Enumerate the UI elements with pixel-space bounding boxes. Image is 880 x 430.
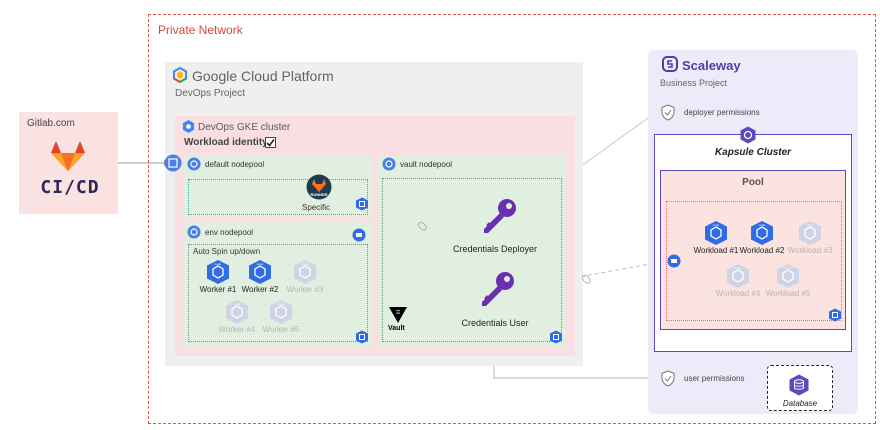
scaleway-project-name: Business Project bbox=[660, 78, 728, 88]
deployer-permissions-label: deployer permissions bbox=[684, 108, 760, 117]
cicd-logo: CI/CD bbox=[40, 177, 100, 198]
node-icon-badge: node bbox=[302, 262, 309, 266]
node-icon-badge: node bbox=[759, 223, 766, 227]
workload-label: Workload #4 bbox=[715, 289, 761, 298]
gcp-project-name: DevOps Project bbox=[175, 88, 246, 99]
env-nodepool-k8s-icon bbox=[356, 330, 368, 344]
database-label: Database bbox=[782, 399, 818, 408]
kubernetes-node-icon: node bbox=[226, 300, 248, 324]
kubernetes-node-icon: node bbox=[207, 260, 229, 284]
worker-label: Worker #3 bbox=[286, 285, 324, 294]
node-icon-badge: node bbox=[215, 262, 222, 266]
gitlab-runner-icon bbox=[306, 174, 332, 200]
scaleway-endpoint-icon bbox=[667, 254, 681, 268]
node-icon-badge: node bbox=[234, 302, 241, 306]
node-icon-badge: node bbox=[278, 302, 285, 306]
kubernetes-node-icon: node bbox=[751, 221, 773, 245]
kubernetes-node-icon: node bbox=[270, 300, 292, 324]
default-nodepool-dotted-area bbox=[188, 179, 368, 215]
gcp-brand-rest: Cloud Platform bbox=[237, 68, 334, 84]
node-icon-badge: node bbox=[735, 266, 742, 270]
kubernetes-node-icon: node bbox=[705, 221, 727, 245]
node-icon-badge: node bbox=[785, 266, 792, 270]
user-permissions-shield-icon bbox=[661, 370, 675, 387]
gke-cluster-title: DevOps GKE cluster bbox=[198, 122, 291, 133]
worker-label: Worker #2 bbox=[241, 285, 279, 294]
scaleway-pool-k8s-icon bbox=[829, 308, 841, 322]
private-network-label: Private Network bbox=[158, 23, 243, 37]
vault-logo-text: Vault bbox=[388, 325, 405, 332]
default-nodepool-label: default nodepool bbox=[205, 160, 265, 169]
kapsule-cluster-icon bbox=[740, 126, 756, 144]
private-network-boundary bbox=[148, 14, 876, 424]
kubernetes-node-icon: node bbox=[294, 260, 316, 284]
credentials-user-key-icon bbox=[482, 272, 514, 306]
kubernetes-node-icon: node bbox=[249, 260, 271, 284]
gcp-brand-google: Google bbox=[192, 68, 238, 84]
credentials-deployer-key-icon bbox=[484, 199, 516, 233]
scaleway-pool-box bbox=[660, 170, 846, 330]
worker-label: Worker #4 bbox=[218, 325, 256, 334]
user-to-scaleway-link bbox=[511, 260, 668, 290]
scaleway-pool-title: Pool bbox=[742, 177, 764, 188]
runner-badge: RUNNER bbox=[310, 192, 328, 197]
default-nodepool-box bbox=[184, 156, 372, 218]
workload-label: Workload #1 bbox=[693, 246, 739, 255]
gcp-title: Google Cloud Platform bbox=[192, 68, 334, 84]
gke-cluster-icon bbox=[182, 120, 195, 133]
kubernetes-node-icon: node bbox=[727, 264, 749, 288]
default-nodepool-k8s-icon bbox=[356, 197, 368, 211]
credentials-deployer-label: Credentials Deployer bbox=[452, 244, 538, 254]
runner-label: Specific bbox=[302, 203, 331, 212]
vault-logo-icon bbox=[389, 307, 407, 323]
workload-label: Workload #5 bbox=[765, 289, 811, 298]
vault-nodepool-node-icon bbox=[382, 157, 396, 171]
env-nodepool-node-icon bbox=[187, 225, 201, 239]
default-nodepool-node-icon bbox=[187, 157, 201, 171]
deployer-permissions-shield-icon bbox=[661, 104, 675, 121]
workload-label: Workload #2 bbox=[739, 246, 785, 255]
worker-label: Worker #1 bbox=[199, 285, 237, 294]
workload-identity-checkbox-icon bbox=[265, 137, 276, 148]
worker-label: Worker #5 bbox=[262, 325, 300, 334]
gke-ingress-icon bbox=[164, 154, 182, 172]
env-nodepool-dotted-area bbox=[188, 244, 368, 342]
scaleway-logo-icon bbox=[662, 56, 678, 72]
vault-nodepool-label: vault nodepool bbox=[400, 160, 453, 169]
workload-identity-label: Workload identity bbox=[184, 137, 268, 148]
gitlab-fox-icon bbox=[51, 141, 85, 171]
node-icon-badge: node bbox=[713, 223, 720, 227]
auto-spin-label: Auto Spin up/down bbox=[193, 247, 261, 256]
env-nodepool-label: env nodepool bbox=[205, 228, 254, 237]
scaleway-pool-dotted-area bbox=[666, 201, 842, 321]
workload-label: Workload #3 bbox=[787, 246, 833, 255]
kubernetes-node-icon: node bbox=[799, 221, 821, 245]
node-icon-badge: node bbox=[807, 223, 814, 227]
node-icon-badge: node bbox=[257, 262, 264, 266]
gitlab-title: Gitlab.com bbox=[27, 118, 75, 129]
credentials-user-label: Credentials User bbox=[461, 318, 529, 328]
env-nodepool-box bbox=[184, 222, 372, 348]
gcp-logo-icon bbox=[173, 67, 187, 83]
vault-nodepool-k8s-icon bbox=[550, 330, 562, 344]
user-permissions-label: user permissions bbox=[684, 374, 745, 383]
kubernetes-node-icon: node bbox=[777, 264, 799, 288]
vault-nodepool-dotted-area bbox=[382, 178, 562, 342]
database-icon bbox=[789, 374, 809, 396]
scaleway-title: Scaleway bbox=[682, 58, 741, 73]
kapsule-cluster-title: Kapsule Cluster bbox=[714, 147, 792, 158]
vault-nodepool-box bbox=[378, 156, 566, 348]
env-endpoint-icon bbox=[352, 228, 366, 242]
